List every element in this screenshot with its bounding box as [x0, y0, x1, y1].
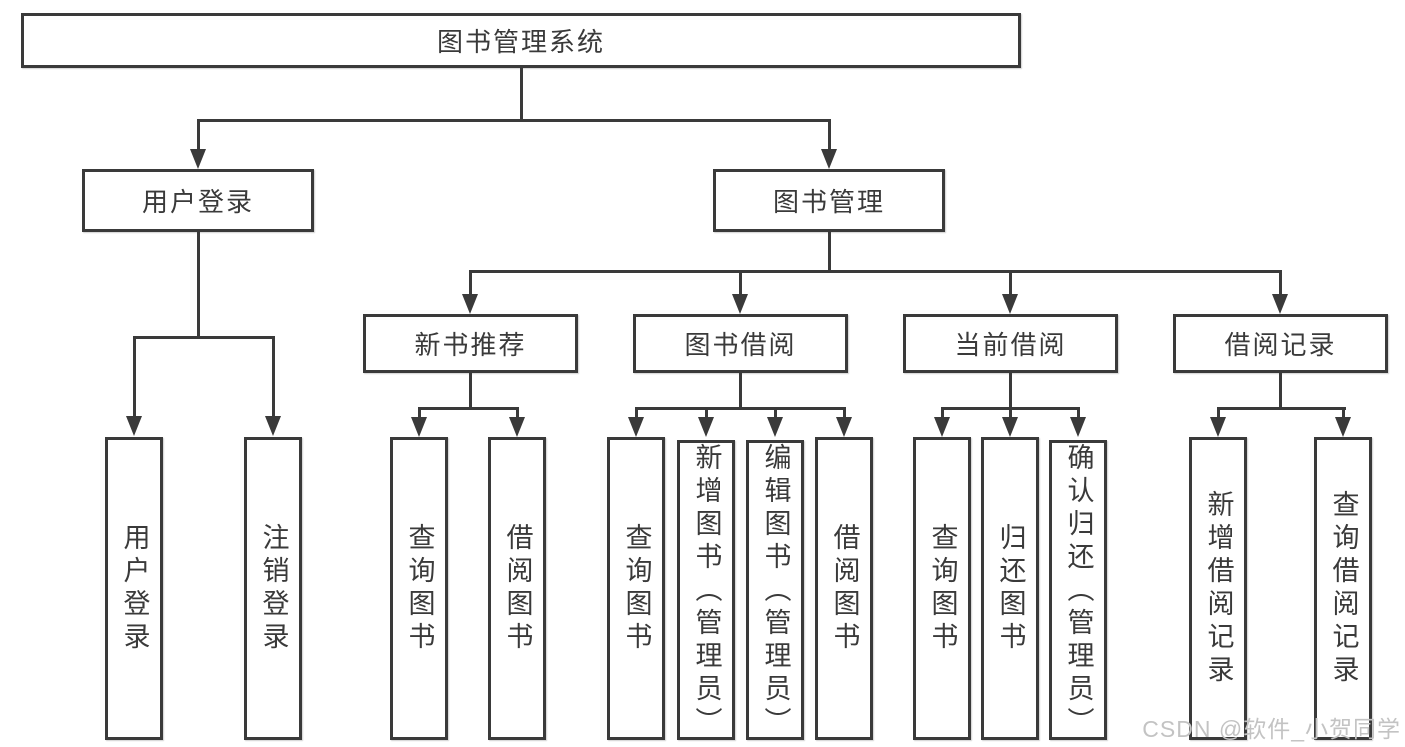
connector-book-mgmt-rail: [469, 270, 1282, 273]
connector-borrow-rail: [635, 407, 846, 410]
connector-recommend-down-line: [469, 373, 472, 407]
node-borrowing-records: 借阅记录: [1173, 314, 1388, 373]
arrow-down-recommend-borrow: [509, 417, 525, 437]
node-new-book-recommend-label: 新书推荐: [414, 330, 527, 360]
connector-book-mgmt-stub-2: [739, 270, 742, 295]
connector-records-stub-2: [1342, 407, 1345, 418]
connector-borrow-stub-4: [843, 407, 846, 418]
leaf-recommend-borrow-books: 借阅图书: [488, 437, 546, 740]
leaf-borrow-borrow-books: 借阅图书: [815, 437, 873, 740]
leaf-current-confirm-return-admin: 确认归还（管理员）: [1049, 440, 1107, 740]
node-book-management-label: 图书管理: [772, 187, 885, 217]
connector-records-down-line: [1279, 373, 1282, 407]
connector-book-mgmt-down-line: [828, 232, 831, 270]
arrow-down-book-management: [821, 149, 837, 169]
leaf-borrow-add-books-admin: 新增图书（管理员）: [677, 440, 735, 740]
leaf-borrow-query-books: 查询图书: [607, 437, 665, 740]
node-user-login: 用户登录: [82, 169, 314, 232]
arrow-down-book-borrowing: [732, 294, 748, 314]
arrow-down-new-book-recommend: [462, 294, 478, 314]
connector-borrow-stub-3: [774, 407, 777, 418]
arrow-down-records-add: [1210, 417, 1226, 437]
connector-user-login-stub-right: [272, 336, 275, 417]
arrow-down-current-borrowing: [1002, 294, 1018, 314]
connector-book-mgmt-stub-3: [1009, 270, 1012, 295]
connector-current-stub-3: [1077, 407, 1080, 418]
connector-user-login-rail: [133, 336, 275, 339]
leaf-user-login: 用户登录: [105, 437, 163, 740]
arrow-down-leaf-user-login: [126, 416, 142, 436]
connector-recommend-rail: [418, 407, 519, 410]
connector-root-down-line: [520, 68, 523, 119]
arrow-down-records-query: [1335, 417, 1351, 437]
leaf-records-query-record: 查询借阅记录: [1314, 437, 1372, 740]
arrow-down-current-return: [1002, 417, 1018, 437]
arrow-down-borrow-query: [628, 417, 644, 437]
node-borrowing-records-label: 借阅记录: [1224, 330, 1337, 360]
connector-book-mgmt-stub-4: [1279, 270, 1282, 295]
leaf-logout-label: 注销登录: [258, 522, 289, 655]
arrow-down-borrow-edit: [767, 417, 783, 437]
connector-borrow-stub-1: [635, 407, 638, 418]
leaf-recommend-query-books-label: 查询图书: [404, 522, 435, 655]
node-user-login-label: 用户登录: [141, 187, 254, 217]
connector-book-mgmt-stub-1: [469, 270, 472, 295]
leaf-recommend-query-books: 查询图书: [390, 437, 448, 740]
connector-user-login-stub-left: [133, 336, 136, 417]
arrow-down-recommend-query: [411, 417, 427, 437]
connector-records-rail: [1217, 407, 1346, 410]
arrow-down-current-confirm: [1070, 417, 1086, 437]
connector-current-stub-2: [1009, 407, 1012, 418]
connector-borrow-stub-2: [705, 407, 708, 418]
node-root-library-system: 图书管理系统: [21, 13, 1021, 68]
connector-current-down-line: [1009, 373, 1012, 407]
node-book-borrowing-label: 图书借阅: [684, 330, 797, 360]
leaf-records-query-record-label: 查询借阅记录: [1328, 489, 1359, 688]
connector-recommend-stub-2: [516, 407, 519, 418]
leaf-current-query-books: 查询图书: [913, 437, 971, 740]
leaf-borrow-query-books-label: 查询图书: [621, 522, 652, 655]
leaf-borrow-add-books-admin-label: 新增图书（管理员）: [691, 443, 722, 740]
leaf-borrow-edit-books-admin: 编辑图书（管理员）: [746, 440, 804, 740]
connector-borrow-down-line: [739, 373, 742, 407]
node-book-management: 图书管理: [713, 169, 945, 232]
node-new-book-recommend: 新书推荐: [363, 314, 578, 373]
arrow-down-user-login: [190, 149, 206, 169]
arrow-down-current-query: [934, 417, 950, 437]
leaf-records-add-record-label: 新增借阅记录: [1203, 489, 1234, 688]
connector-records-stub-1: [1217, 407, 1220, 418]
leaf-recommend-borrow-books-label: 借阅图书: [502, 522, 533, 655]
connector-root-rail: [197, 119, 831, 122]
arrow-down-borrow-add: [698, 417, 714, 437]
node-book-borrowing: 图书借阅: [633, 314, 848, 373]
leaf-records-add-record: 新增借阅记录: [1189, 437, 1247, 740]
node-root-label: 图书管理系统: [436, 27, 605, 57]
leaf-user-login-label: 用户登录: [119, 522, 150, 655]
leaf-current-query-books-label: 查询图书: [927, 522, 958, 655]
leaf-current-confirm-return-admin-label: 确认归还（管理员）: [1063, 443, 1094, 740]
leaf-borrow-borrow-books-label: 借阅图书: [829, 522, 860, 655]
csdn-watermark: CSDN @软件_小贺同学: [1142, 716, 1401, 742]
leaf-logout: 注销登录: [244, 437, 302, 740]
node-current-borrowing-label: 当前借阅: [954, 330, 1067, 360]
leaf-current-return-books-label: 归还图书: [995, 522, 1026, 655]
leaf-current-return-books: 归还图书: [981, 437, 1039, 740]
connector-root-stub-left: [197, 119, 200, 150]
connector-recommend-stub-1: [418, 407, 421, 418]
leaf-borrow-edit-books-admin-label: 编辑图书（管理员）: [760, 443, 791, 740]
connector-root-stub-right: [828, 119, 831, 150]
connector-current-stub-1: [941, 407, 944, 418]
connector-user-login-down-line: [197, 232, 200, 336]
arrow-down-borrowing-records: [1272, 294, 1288, 314]
node-current-borrowing: 当前借阅: [903, 314, 1118, 373]
arrow-down-borrow-borrow: [836, 417, 852, 437]
arrow-down-leaf-logout: [265, 416, 281, 436]
